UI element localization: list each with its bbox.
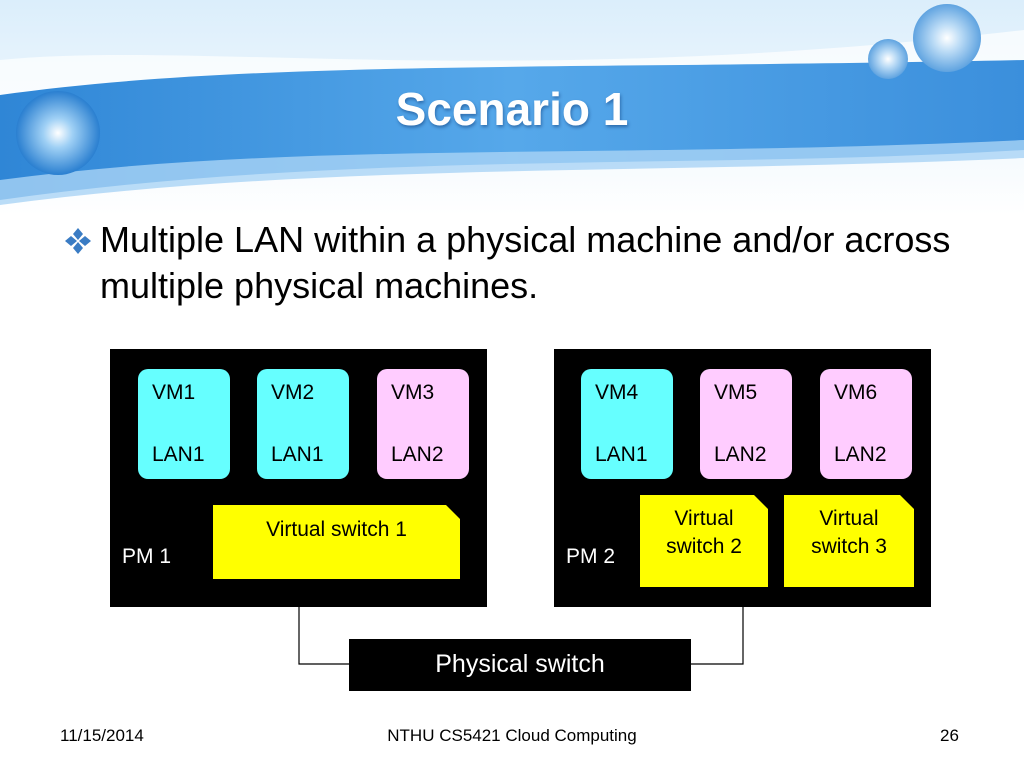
vm-lan: LAN2 [834,443,887,466]
physical-machine-2: VM4 LAN1 VM5 LAN2 VM6 LAN2 Virtual switc… [554,349,931,607]
virtual-switch-1-label: Virtual switch 1 [266,518,407,541]
virtual-switch-2: Virtual switch 2 [640,495,768,587]
virtual-switch-2-line1: Virtual [674,507,734,530]
virtual-switch-3: Virtual switch 3 [784,495,914,587]
virtual-switch-1: Virtual switch 1 [213,505,460,579]
slide-title: Scenario 1 [395,83,629,135]
vm-name: VM5 [714,381,758,404]
vm-lan: LAN1 [595,443,648,466]
vm-name: VM1 [152,381,196,404]
pm1-label: PM 1 [122,545,172,568]
footer-course: NTHU CS5421 Cloud Computing [387,726,637,745]
vm-lan: LAN1 [152,443,205,466]
diamond-bullet-icon [65,228,91,254]
vm-name: VM2 [271,381,315,404]
header-banner [0,0,1024,215]
pm2-label: PM 2 [566,545,616,568]
vm-box-vm1: VM1 LAN1 [138,369,230,479]
vm-name: VM3 [391,381,435,404]
vm-lan: LAN2 [391,443,444,466]
vm-box-vm6: VM6 LAN2 [820,369,912,479]
vm-box-vm2: VM2 LAN1 [257,369,349,479]
virtual-switch-3-line2: switch 3 [811,535,887,558]
vm-box-vm3: VM3 LAN2 [377,369,469,479]
footer-date: 11/15/2014 [60,726,144,745]
virtual-switch-3-line1: Virtual [819,507,879,530]
vm-box-vm5: VM5 LAN2 [700,369,792,479]
physical-machine-1: VM1 LAN1 VM2 LAN1 VM3 LAN2 Virtual switc… [110,349,487,607]
vm-name: VM6 [834,381,878,404]
bullet-text: Multiple LAN within a physical machine a… [100,219,951,306]
virtual-switch-2-line2: switch 2 [666,535,742,558]
footer-page-number: 26 [940,726,959,745]
vm-box-vm4: VM4 LAN1 [581,369,673,479]
vm-lan: LAN1 [271,443,324,466]
physical-switch: Physical switch [349,639,691,691]
vm-lan: LAN2 [714,443,767,466]
vm-name: VM4 [595,381,639,404]
